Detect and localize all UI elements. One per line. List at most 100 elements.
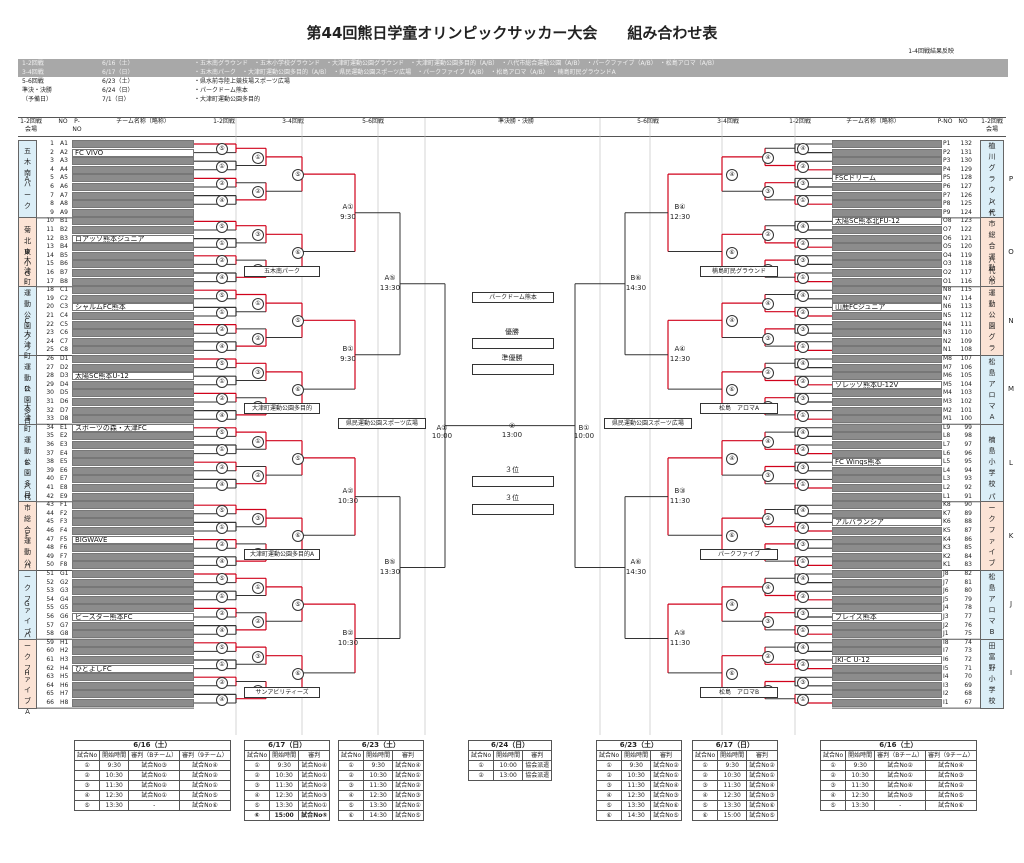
table-header: 試合No — [243, 750, 271, 761]
table-cell: 試合No② — [650, 760, 682, 771]
team-pno: P7 — [943, 191, 951, 199]
match-number: ② — [797, 590, 809, 603]
team-name — [832, 329, 942, 338]
team-no: 105 — [960, 372, 972, 380]
table-cell: 試合No① — [179, 780, 231, 791]
table-cell: ④ — [73, 790, 101, 801]
team-no: 50 — [46, 561, 54, 569]
team-pno: A4 — [60, 165, 68, 173]
team-no: 58 — [46, 630, 54, 638]
team-no: 121 — [960, 234, 972, 242]
team-name — [832, 320, 942, 329]
team-pno: H8 — [60, 699, 69, 706]
team-pno: I1 — [943, 699, 949, 706]
team-no: 119 — [960, 251, 972, 259]
table-cell: 9:30 — [363, 760, 394, 771]
team-name — [832, 570, 942, 578]
team-name — [832, 165, 942, 174]
table-cell: 試合No① — [392, 800, 424, 811]
team-no: 37 — [46, 449, 54, 457]
match-number: ⑤ — [216, 289, 228, 302]
team-name — [72, 294, 194, 303]
team-no: 116 — [960, 277, 972, 285]
match-number: ④ — [762, 581, 774, 594]
table-cell: ③ — [243, 780, 271, 791]
team-no: 131 — [960, 148, 972, 156]
team-no: 49 — [46, 552, 54, 560]
table-cell: 試合No⑤ — [746, 810, 778, 821]
team-name — [72, 681, 194, 690]
team-name — [832, 492, 942, 501]
venue-code-L: L — [1009, 458, 1013, 467]
team-no: 111 — [960, 320, 972, 328]
team-pno: D4 — [60, 380, 69, 388]
r56-label: B① — [342, 344, 354, 353]
header-no: NO — [58, 118, 68, 125]
venue-code-H: H — [24, 669, 30, 678]
venue-block-K: パークファイブA — [980, 493, 1004, 578]
match-number: ③ — [252, 229, 264, 242]
team-pno: M4 — [943, 389, 952, 397]
team-name — [832, 638, 942, 647]
winner-label: 優勝 — [505, 328, 519, 336]
table-cell: 13:30 — [99, 800, 130, 811]
team-pno: P2 — [943, 148, 951, 156]
team-no: 31 — [46, 398, 54, 405]
team-pno: N6 — [943, 303, 952, 311]
match-number: ④ — [726, 169, 738, 182]
match-number: ④ — [216, 409, 228, 422]
team-name — [832, 355, 942, 363]
team-name — [832, 269, 942, 277]
team-no: 34 — [46, 423, 54, 431]
table-cell: 13:00 — [493, 770, 524, 781]
team-pno: L4 — [943, 466, 951, 474]
team-no: 79 — [964, 595, 972, 603]
match-number: ② — [252, 470, 264, 483]
team-no: 7 — [50, 191, 54, 199]
r56-label: A① — [342, 202, 354, 211]
team-no: 35 — [46, 432, 54, 440]
table-header: 試合No — [595, 750, 623, 761]
table-cell: 試合No③ — [128, 760, 181, 771]
venue-name: 松島アロマB — [988, 572, 996, 636]
table-cell: 12:30 — [99, 790, 130, 801]
table-header: 開始時間 — [717, 750, 748, 761]
team-no: 80 — [964, 587, 972, 595]
team-pno: E6 — [60, 466, 68, 474]
team-name — [72, 363, 194, 372]
team-pno: M7 — [943, 363, 952, 371]
team-name — [72, 398, 194, 406]
team-name — [832, 690, 942, 699]
r56-time: 10:30 — [337, 638, 359, 647]
team-pno: E1 — [60, 423, 68, 431]
venue-name: 菊北東小G — [24, 225, 31, 278]
team-name — [832, 389, 942, 398]
r56b-label: A⑥ — [630, 557, 642, 566]
match-number: ④ — [216, 272, 228, 285]
team-no: 127 — [960, 183, 972, 190]
venue-code-P: P — [1008, 174, 1014, 183]
header-venue-left: 1-2回戦 会場 — [20, 118, 42, 133]
team-pno: M6 — [943, 372, 952, 380]
match-number: ③ — [252, 366, 264, 379]
team-no: 1 — [50, 140, 54, 147]
match-number: ④ — [797, 358, 809, 371]
team-name — [72, 355, 194, 363]
third-label-2: ３位 — [505, 494, 519, 502]
team-name — [72, 286, 194, 295]
team-no: 44 — [46, 509, 54, 517]
match-number: ⑤ — [216, 358, 228, 371]
table-cell: 12:30 — [621, 790, 652, 801]
r56b-label: A⑤ — [384, 273, 396, 282]
schedule-venues: ・大津町運動公園多目的 — [194, 96, 261, 103]
match-number: ① — [216, 306, 228, 319]
team-pno: D7 — [60, 406, 69, 414]
team-pno: P3 — [943, 157, 951, 165]
team-pno: M2 — [943, 406, 952, 414]
